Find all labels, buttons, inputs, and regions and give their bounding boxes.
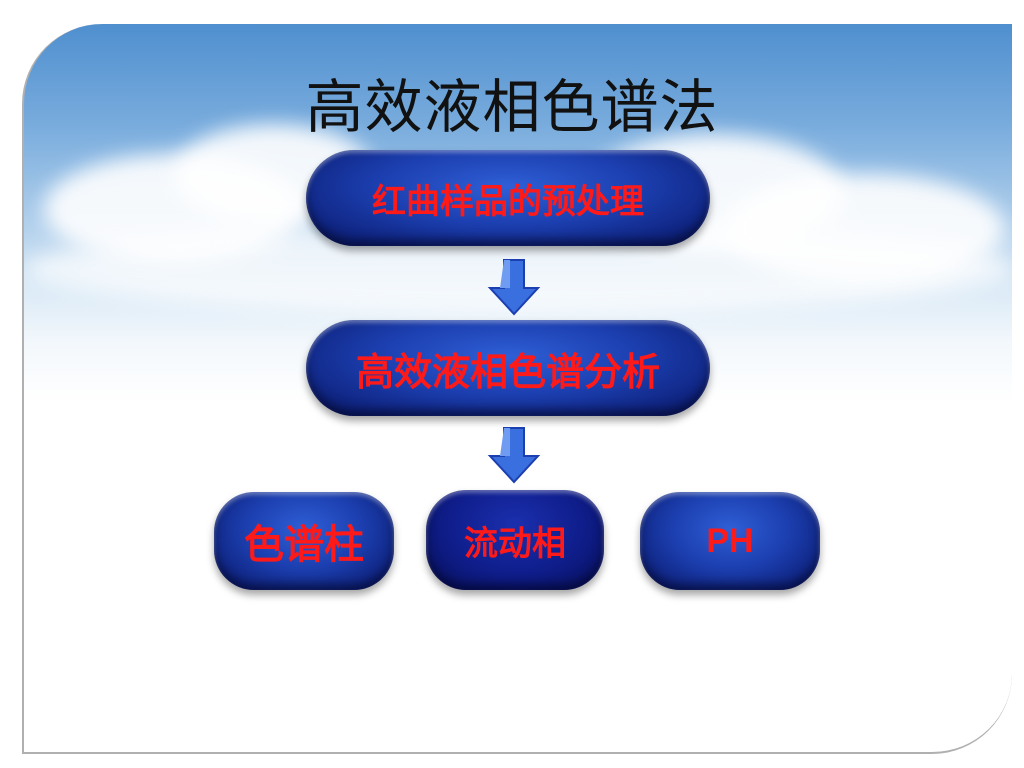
branch-mobile-phase: 流动相: [426, 490, 604, 590]
flow-step-label: 高效液相色谱分析: [355, 348, 660, 394]
flow-step-sample-pretreatment: 红曲样品的预处理: [306, 150, 710, 246]
flow-step-hplc-analysis: 高效液相色谱分析: [306, 320, 710, 416]
slide-title: 高效液相色谱法: [305, 73, 719, 141]
branch-label: PH: [706, 521, 754, 560]
branch-label: 色谱柱: [244, 521, 364, 568]
branch-ph: PH: [640, 492, 820, 590]
branch-label: 流动相: [464, 523, 566, 564]
branch-chromatographic-column: 色谱柱: [214, 492, 394, 590]
down-arrow-icon: [487, 427, 541, 484]
down-arrow-icon: [487, 259, 541, 316]
flow-step-label: 红曲样品的预处理: [372, 181, 644, 222]
